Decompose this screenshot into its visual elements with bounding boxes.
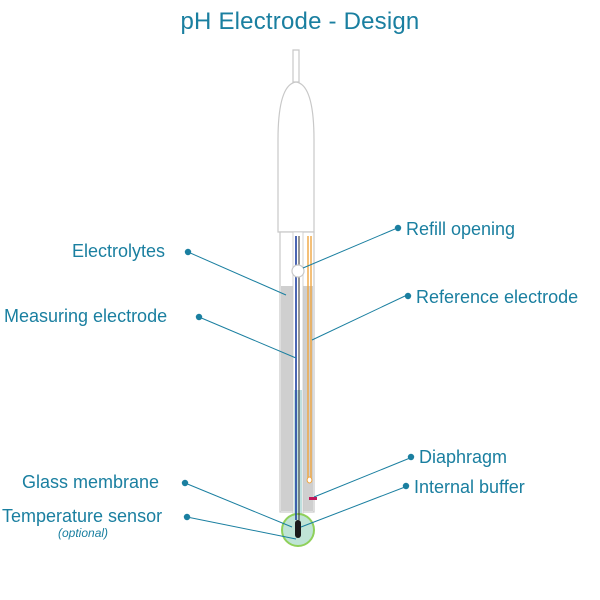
- electrolytes-dot: [184, 248, 192, 256]
- refill-opening-dot: [394, 224, 402, 232]
- internal-buffer-label: Internal buffer: [414, 477, 525, 497]
- internal-buffer-dot: [402, 482, 410, 490]
- measuring-electrode-label: Measuring electrode: [4, 306, 168, 326]
- internal-buffer-fill: [294, 390, 302, 518]
- refill-opening-leader: [302, 228, 396, 269]
- reference-tip: [306, 476, 313, 484]
- reference-electrode-label: Reference electrode: [416, 287, 579, 307]
- electrolytes-leader: [187, 251, 287, 296]
- temperature-sensor-note: (optional): [58, 526, 109, 540]
- temperature-sensor-element: [295, 520, 301, 538]
- page-title: pH Electrode - Design: [180, 8, 420, 35]
- measuring-electrode-leader: [198, 316, 297, 359]
- glass-membrane-label: Glass membrane: [22, 472, 160, 492]
- internal-buffer-leader: [300, 486, 406, 528]
- refill-opening-label: Refill opening: [406, 219, 516, 239]
- electrode-head: [277, 81, 315, 233]
- temperature-sensor-leader: [186, 516, 297, 540]
- diaphragm-dot: [407, 453, 415, 461]
- diaphragm-label: Diaphragm: [419, 447, 508, 467]
- temperature-sensor-dot: [183, 513, 191, 521]
- electrode-cable: [292, 49, 300, 83]
- diaphragm-leader: [313, 457, 411, 498]
- electrolytes-label: Electrolytes: [72, 241, 166, 261]
- reference-electrode-leader: [311, 295, 406, 341]
- glass-membrane-leader: [184, 482, 293, 528]
- reference-electrode-dot: [404, 292, 412, 300]
- refill-opening: [291, 264, 305, 278]
- measuring-electrode-dot: [195, 313, 203, 321]
- diaphragm: [309, 497, 317, 500]
- temperature-sensor-label: Temperature sensor: [2, 506, 163, 526]
- glass-membrane-dot: [181, 479, 189, 487]
